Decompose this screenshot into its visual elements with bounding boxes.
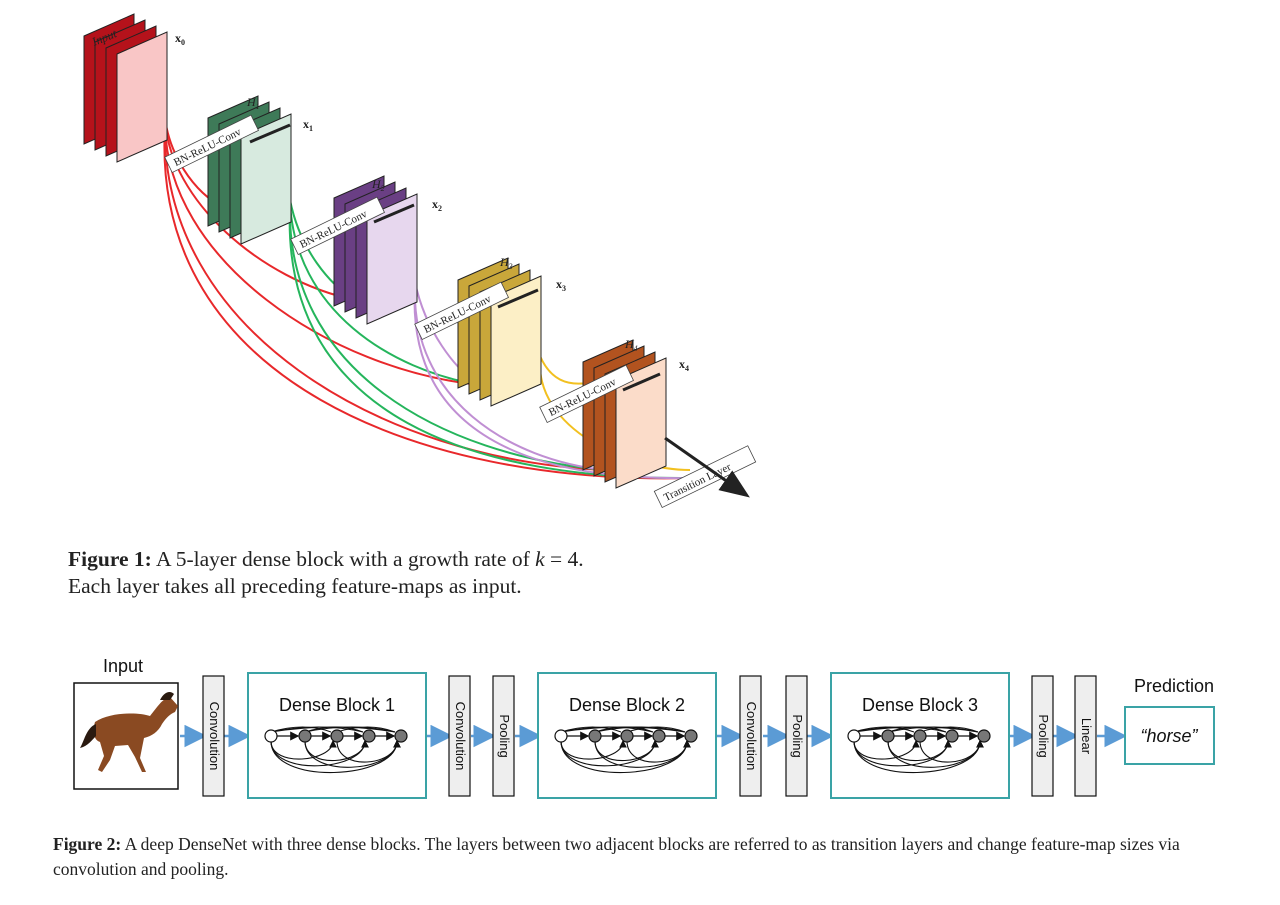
- dense-block-1: Dense Block 1: [247, 672, 427, 799]
- prediction-value: “horse”: [1140, 726, 1198, 746]
- dense-block-3: Dense Block 3: [830, 672, 1010, 799]
- op-arrow-h2: [373, 203, 415, 224]
- layer-label-2: Pooling: [497, 714, 512, 757]
- op-arrow-h1: [249, 123, 291, 144]
- curve-x0-to-h3: [164, 121, 481, 386]
- feature-map-stack-4: [582, 339, 667, 489]
- curve-x0-to-h4: [163, 123, 606, 471]
- horse-image: [80, 692, 178, 772]
- figure1-caption-equals: = 4.: [544, 547, 584, 571]
- figure1-caption-text: A 5-layer dense block with a growth rate…: [151, 547, 536, 571]
- dense-block-title-3: Dense Block 3: [862, 695, 978, 715]
- dense-node-3-4: [977, 729, 991, 743]
- dense-node-1-0: [264, 729, 278, 743]
- figure1-dense-block-diagram: BN-ReLU-Conv BN-ReLU-Conv BN-ReLU-Conv B…: [83, 13, 757, 509]
- feature-map-stack-0: [83, 13, 168, 163]
- dense-node-3-1: [881, 729, 895, 743]
- layer-box-3: Convolution: [739, 675, 762, 797]
- h-label-3: H3: [499, 255, 513, 271]
- feature-map-0-3: [116, 31, 168, 163]
- dense-node-2-0: [554, 729, 568, 743]
- dense-node-2-1: [588, 729, 602, 743]
- feature-map-1-3: [240, 113, 292, 245]
- node-label-x3: x3: [556, 277, 566, 293]
- figure1-caption-k: k: [535, 547, 545, 571]
- figure1-caption-label: Figure 1:: [68, 547, 152, 571]
- dense-node-1-4: [394, 729, 408, 743]
- h-label-4: H4: [624, 337, 638, 353]
- h-label-1: H1: [246, 95, 260, 111]
- dense-node-2-2: [620, 729, 634, 743]
- dense-block-title-1: Dense Block 1: [279, 695, 395, 715]
- dense-node-1-2: [330, 729, 344, 743]
- layer-box-6: Linear: [1074, 675, 1097, 797]
- transition-layers: Convolution Convolution Pooling Convolution…: [202, 675, 1097, 797]
- fig2-input-label: Input: [103, 656, 143, 676]
- op-arrow-h3: [497, 288, 539, 309]
- dense-node-2-3: [652, 729, 666, 743]
- h-label-2: H2: [371, 177, 385, 193]
- feature-map-stacks: [83, 13, 667, 489]
- dense-block-title-2: Dense Block 2: [569, 695, 685, 715]
- op-label-box-h1: [164, 114, 260, 174]
- layer-box-5: Pooling: [1031, 675, 1054, 797]
- layer-label-1: Convolution: [453, 702, 468, 771]
- feature-map-stack-3: [457, 257, 542, 407]
- layer-box-2: Pooling: [492, 675, 515, 797]
- feature-map-stack-1: [207, 95, 292, 245]
- layer-label-4: Pooling: [790, 714, 805, 757]
- layer-box-0: Convolution: [202, 675, 225, 797]
- figure1-caption-line2: Each layer takes all preceding feature-m…: [68, 574, 522, 598]
- layer-box-4: Pooling: [785, 675, 808, 797]
- node-label-x2: x2: [432, 197, 442, 213]
- feature-map-4-3: [615, 357, 667, 489]
- dense-node-3-0: [847, 729, 861, 743]
- figure2-caption-label: Figure 2:: [53, 834, 122, 854]
- dense-block-2: Dense Block 2: [537, 672, 717, 799]
- dense-node-2-4: [684, 729, 698, 743]
- layer-label-3: Convolution: [744, 702, 759, 771]
- feature-map-3-3: [490, 275, 542, 407]
- op-label-box-h4: [539, 364, 635, 424]
- layer-label-5: Pooling: [1036, 714, 1051, 757]
- feature-map-2-3: [366, 193, 418, 325]
- dense-node-3-3: [945, 729, 959, 743]
- layer-label-6: Linear: [1079, 718, 1094, 755]
- dense-node-1-3: [362, 729, 376, 743]
- curve-x1-to-transition: [288, 205, 691, 480]
- curve-x0-to-transition: [163, 125, 691, 480]
- figure1-caption: Figure 1: A 5-layer dense block with a g…: [68, 546, 828, 600]
- op-arrow-h4: [622, 372, 661, 392]
- node-label-x1: x1: [303, 117, 313, 133]
- dense-blocks: Dense Block 1 Dense Block 2 Dense Block 3: [247, 672, 1010, 799]
- transition-label-box: [653, 445, 757, 509]
- node-label-x0: x0: [175, 31, 185, 47]
- dense-node-1-1: [298, 729, 312, 743]
- node-label-x4: x4: [679, 357, 689, 373]
- prediction-box: [1124, 706, 1215, 765]
- figure2-caption-text: A deep DenseNet with three dense blocks.…: [53, 834, 1180, 879]
- prediction-label: Prediction: [1134, 676, 1214, 696]
- figure2-caption: Figure 2: A deep DenseNet with three den…: [53, 832, 1253, 882]
- layer-label-0: Convolution: [207, 702, 222, 771]
- op-label-box-h2: [290, 196, 386, 256]
- layer-box-1: Convolution: [448, 675, 471, 797]
- dense-node-3-2: [913, 729, 927, 743]
- transition-arrow: [664, 436, 750, 498]
- op-label-box-h3: [414, 281, 510, 341]
